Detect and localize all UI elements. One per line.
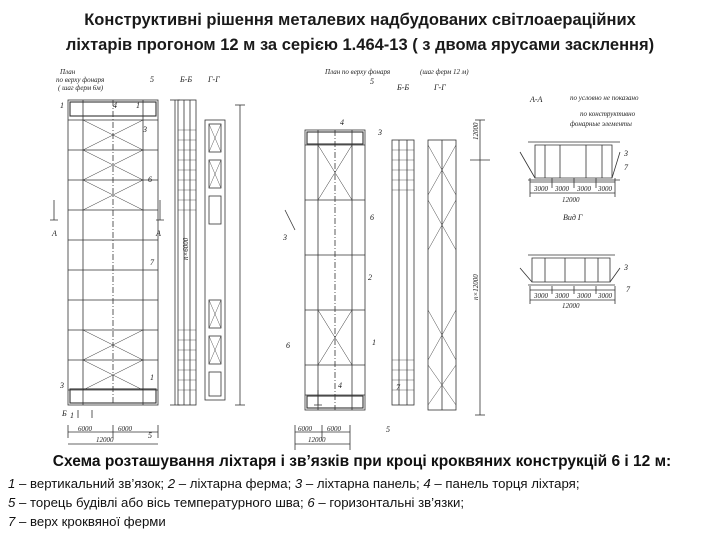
dim-6000-b: 6000: [118, 425, 133, 433]
callout-1e: 1: [372, 338, 376, 347]
legend-text-1: – вертикальний зв’язок;: [15, 476, 168, 491]
aa-dim-3000-2: 3000: [554, 185, 570, 193]
letter-a-left: А: [51, 229, 57, 238]
section-aa-note-2: по конструктивно: [580, 110, 636, 118]
page-title: Конструктивні рішення металевих надбудов…: [0, 8, 720, 58]
caption-line-1: 1 – вертикальний зв’язок; 2 – ліхтарна ф…: [8, 474, 716, 493]
left-plan: [50, 99, 180, 445]
aa-dim-3000-4: 3000: [597, 185, 613, 193]
right-section-gg-label: Г-Г: [433, 83, 446, 92]
right-section-bb: [391, 139, 415, 406]
section-aa-drawing: [519, 141, 621, 197]
callout-7c: 7: [624, 163, 629, 172]
callout-1b: 1: [136, 101, 140, 110]
g-dim-3000-3: 3000: [576, 292, 592, 300]
letter-a-right: А: [155, 229, 161, 238]
legend-num-1: 1: [8, 476, 16, 491]
figure-caption: Схема розташування ліхтаря і зв’язків пр…: [8, 452, 716, 531]
dim-n12000: n×12000: [472, 274, 480, 300]
callout-2a: 2: [368, 273, 372, 282]
callout-3d: 3: [282, 233, 287, 242]
callout-3c: 3: [377, 128, 382, 137]
callout-6c: 6: [286, 341, 290, 350]
callout-5b: 5: [148, 431, 152, 440]
right-plan-step: (шаг ферм 12 м): [420, 68, 469, 76]
left-section-bb: [177, 99, 197, 406]
left-section-bb-label: Б-Б: [179, 75, 192, 84]
section-aa-note-1: по условно не показано: [570, 94, 639, 102]
callout-6a: 6: [148, 175, 152, 184]
legend-text-7: – верх кроквяної ферми: [15, 514, 166, 529]
callout-1a: 1: [60, 101, 64, 110]
left-plan-title-3: ( шаг ферм 6м): [58, 84, 104, 92]
callout-7b: 7: [396, 383, 401, 392]
g-dim-3000-1: 3000: [533, 292, 549, 300]
callout-6b: 6: [370, 213, 374, 222]
g-dim-12000: 12000: [562, 302, 580, 310]
dim-6000-c: 6000: [298, 425, 313, 433]
callout-7a: 7: [150, 258, 155, 267]
legend-num-2: 2: [167, 476, 176, 491]
g-dim-3000-4: 3000: [597, 292, 613, 300]
legend-text-5: – торець будівлі або вісь температурного…: [15, 495, 308, 510]
right-section-gg: [427, 119, 490, 416]
caption-line-2: 5 – торець будівлі або вісь температурно…: [8, 493, 716, 512]
aa-dim-3000-1: 3000: [533, 185, 549, 193]
right-plan: [284, 129, 366, 450]
legend-text-6: – горизонтальні зв’язки;: [314, 495, 465, 510]
right-plan-title: План по верху фонаря: [324, 68, 390, 76]
callout-1c: 1: [150, 373, 154, 382]
legend-num-5: 5: [8, 495, 16, 510]
callout-4a: 4: [113, 101, 117, 110]
legend-num-7: 7: [8, 514, 16, 529]
callout-1d: 1: [70, 411, 74, 420]
callout-3b: 3: [59, 381, 64, 390]
legend-num-6: 6: [307, 495, 315, 510]
right-section-bb-label: Б-Б: [396, 83, 409, 92]
left-section-gg: [204, 104, 245, 406]
section-aa-note-3: фонарные элементы: [570, 120, 632, 128]
caption-line-3: 7 – верх кроквяної ферми: [8, 512, 716, 531]
callout-3f: 3: [623, 263, 628, 272]
dim-12000-vert: 12000: [472, 122, 480, 140]
drawing-svg: План по верху фонаря ( шаг ферм 6м) Б-Б …: [50, 68, 639, 450]
callout-4c: 4: [338, 381, 342, 390]
left-plan-title-2: по верху фонаря: [56, 76, 104, 84]
legend-text-2: – ліхтарна ферма;: [175, 476, 295, 491]
dim-12000-left: 12000: [96, 436, 114, 444]
dim-6000-d: 6000: [327, 425, 342, 433]
callout-3e: 3: [623, 149, 628, 158]
dim-6000-a: 6000: [78, 425, 93, 433]
legend-num-3: 3: [294, 476, 303, 491]
legend-text-4: – панель торця ліхтаря;: [430, 476, 580, 491]
callout-3a: 3: [142, 125, 147, 134]
title-line-2: ліхтарів прогоном 12 м за серією 1.464-1…: [65, 36, 655, 54]
dim-12000-right: 12000: [308, 436, 326, 444]
callout-5d: 5: [386, 425, 390, 434]
aa-dim-3000-3: 3000: [576, 185, 592, 193]
callout-4b: 4: [340, 118, 344, 127]
letter-b-left: Б: [61, 409, 67, 418]
title-line-1: Конструктивні рішення металевих надбудов…: [84, 11, 636, 29]
callout-7d: 7: [626, 285, 631, 294]
left-section-gg-label: Г-Г: [207, 75, 220, 84]
caption-heading: Схема розташування ліхтаря і зв’язків пр…: [52, 453, 672, 470]
view-g-drawing: [519, 254, 621, 304]
callout-5a: 5: [150, 75, 154, 84]
g-dim-3000-2: 3000: [554, 292, 570, 300]
legend-text-3: – ліхтарна панель;: [302, 476, 424, 491]
drawing-labels: План по верху фонаря ( шаг ферм 6м) Б-Б …: [51, 68, 639, 444]
aa-dim-12000: 12000: [562, 196, 580, 204]
left-plan-title-1: План: [59, 68, 76, 76]
dim-n6000: n×6000: [182, 237, 190, 260]
section-aa-label: А-А: [529, 95, 543, 104]
view-g-label: Вид Г: [563, 213, 583, 222]
callout-5c: 5: [370, 77, 374, 86]
technical-drawing: План по верху фонаря ( шаг ферм 6м) Б-Б …: [0, 60, 720, 450]
legend-num-4: 4: [423, 476, 431, 491]
